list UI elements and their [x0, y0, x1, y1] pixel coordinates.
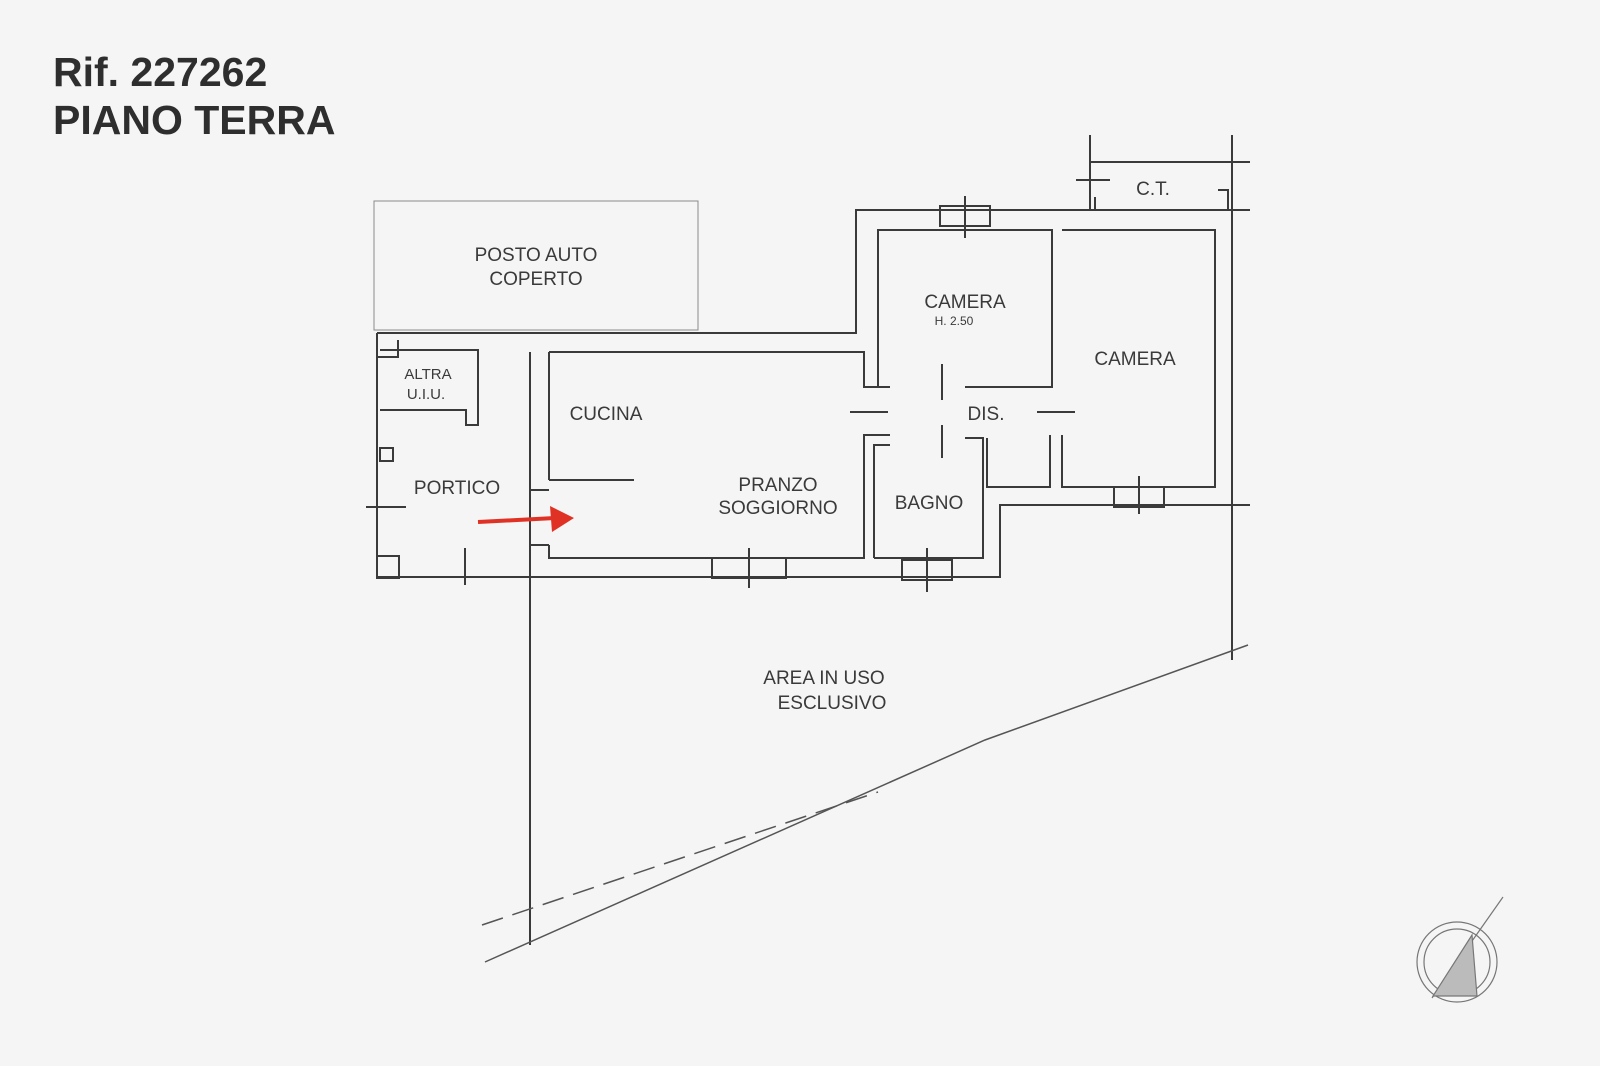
- reference-number: Rif. 227262: [53, 49, 268, 95]
- boiler-room-label: C.T.: [1136, 179, 1170, 200]
- plan-header: Rif. 227262 PIANO TERRA: [53, 48, 335, 144]
- bedroom2-label: CAMERA: [1094, 349, 1176, 370]
- living-label-line1: PRANZO: [738, 475, 817, 496]
- exclusive-area-label-line1: AREA IN USO: [763, 668, 884, 689]
- bedroom1-height-label: H. 2.50: [935, 314, 974, 328]
- corridor-label: DIS.: [968, 404, 1005, 425]
- bathroom-walls: [874, 437, 984, 559]
- outer-wall-bottom: [377, 504, 1232, 578]
- bedroom1-walls: [877, 229, 1053, 388]
- kitchen-label: CUCINA: [570, 404, 643, 425]
- outer-wall-top: [377, 209, 1232, 334]
- pillar-small: [379, 447, 394, 462]
- bedroom2-walls: [1061, 229, 1216, 488]
- bathroom-left-wall: [873, 444, 890, 558]
- north-arrow-icon: [1416, 896, 1504, 1003]
- garden-boundary: [484, 644, 1249, 963]
- living-bottom-wall: [548, 434, 890, 559]
- portico-label: PORTICO: [414, 478, 500, 499]
- garden-boundary-dashed: [481, 791, 879, 926]
- kitchen-top-wall: [549, 351, 890, 388]
- altra-uiu-label-line2: U.I.U.: [407, 386, 445, 403]
- pillar-bottom: [376, 555, 400, 579]
- altra-uiu-walls: [380, 349, 479, 426]
- floor-title: PIANO TERRA: [53, 97, 336, 143]
- ct-wall-right: [1218, 189, 1229, 210]
- pillar-top: [376, 333, 399, 358]
- arrow-right-icon: [477, 506, 574, 532]
- altra-uiu-label-line1: ALTRA: [404, 366, 451, 383]
- corridor-walls: [986, 435, 1051, 488]
- exclusive-area-label-line2: ESCLUSIVO: [778, 693, 887, 714]
- bedroom1-label: CAMERA: [924, 292, 1006, 313]
- bathroom-label: BAGNO: [895, 493, 964, 514]
- carport-label-line1: POSTO AUTO: [475, 245, 598, 266]
- living-label-line2: SOGGIORNO: [718, 498, 837, 519]
- carport-outline: [373, 200, 699, 331]
- carport-label-line2: COPERTO: [489, 269, 582, 290]
